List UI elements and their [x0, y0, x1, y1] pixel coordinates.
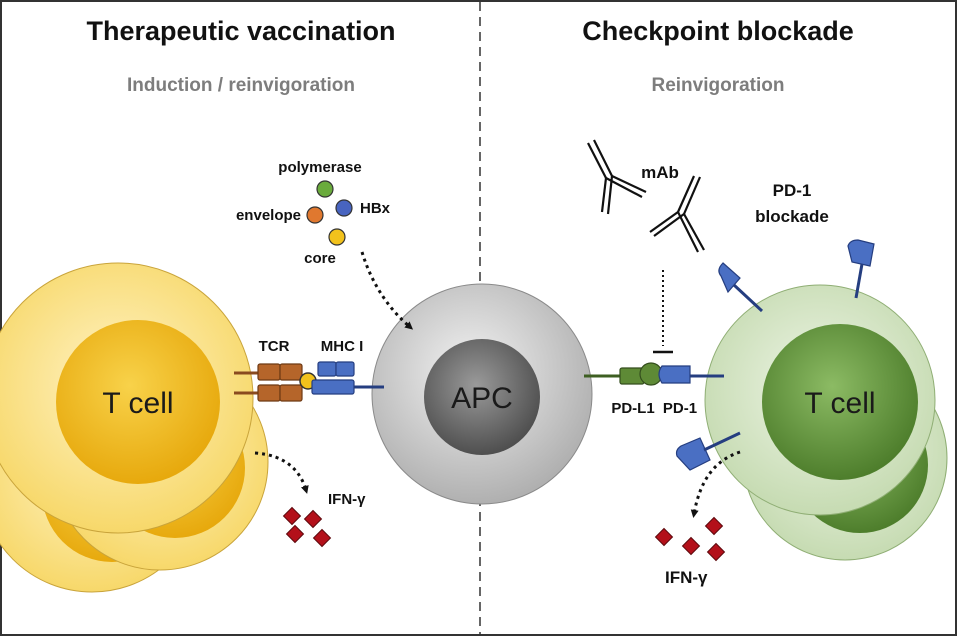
pd-1-surface-receptor-1: [718, 262, 764, 313]
ifn-label-left: IFN-γ: [328, 491, 366, 508]
t-cell-right-label: T cell: [804, 387, 875, 420]
pd1-blockade-label-2: blockade: [755, 207, 829, 226]
polymerase-dot: [316, 180, 334, 198]
mab-antibody-1: [587, 139, 647, 215]
t-cell-left-nucleus: [56, 320, 220, 484]
envelope-dot: [306, 206, 324, 224]
envelope-label: envelope: [236, 207, 301, 224]
tcr-label: TCR: [259, 338, 290, 355]
right-title: Checkpoint blockade: [582, 16, 854, 46]
pd-1-surface-receptor-3: [675, 431, 741, 471]
antigen-uptake-arrow: [360, 251, 414, 330]
mhc-i-molecule: [311, 361, 384, 395]
apc-cell: [371, 283, 593, 505]
ifn-particles-left: [282, 506, 332, 548]
mab-antibody-2: [649, 175, 705, 253]
pd-1-receptor: [658, 365, 724, 384]
left-title: Therapeutic vaccination: [86, 16, 395, 46]
ifn-secretion-arrow-right: [690, 450, 741, 518]
pd1-blockade-label-1: PD-1: [773, 181, 812, 200]
left-subtitle: Induction / reinvigoration: [127, 75, 355, 96]
t-cell-left-label: T cell: [102, 387, 173, 420]
core-label: core: [304, 250, 336, 267]
right-subtitle: Reinvigoration: [651, 75, 784, 96]
ifn-label-right: IFN-γ: [665, 568, 708, 587]
pd-l1-label: PD-L1: [611, 400, 654, 417]
t-cell-left-stack: [0, 262, 269, 593]
ifn-secretion-arrow-left: [254, 451, 309, 494]
pd-l1-molecule: [584, 362, 663, 386]
mab-label: mAb: [641, 163, 679, 182]
hbx-dot: [335, 199, 353, 217]
core-dot: [328, 228, 346, 246]
pd-1-surface-receptor-2: [847, 239, 875, 299]
polymerase-label: polymerase: [278, 159, 361, 176]
hbx-label: HBx: [360, 200, 391, 217]
ifn-particles-right: [654, 516, 726, 562]
mhc-label: MHC I: [321, 338, 364, 355]
pd-1-label: PD-1: [663, 400, 697, 417]
apc-nucleus: [424, 339, 540, 455]
t-cell-right-nucleus: [762, 324, 918, 480]
t-cell-right-stack: [704, 284, 948, 561]
tcr-receptor: [234, 363, 303, 402]
apc-label: APC: [451, 382, 513, 415]
